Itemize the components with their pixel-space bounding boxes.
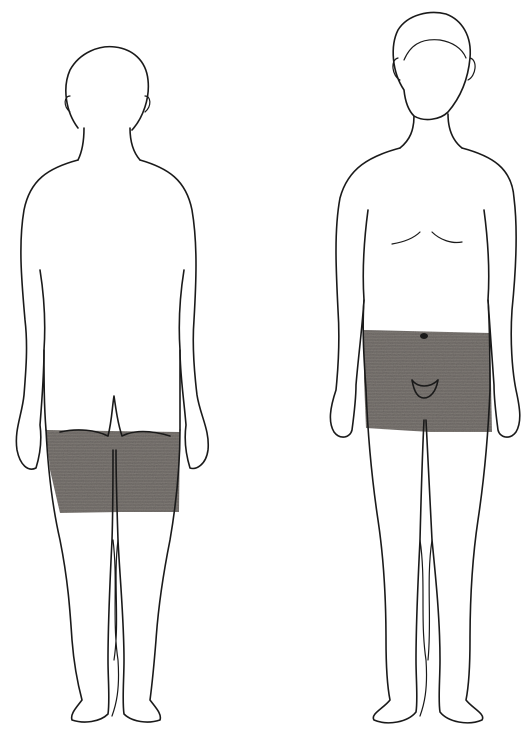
posterior-neck bbox=[78, 128, 140, 160]
anterior-right-leg bbox=[426, 390, 490, 723]
posterior-right-arm bbox=[140, 160, 208, 468]
posterior-inner-leg-lines bbox=[112, 540, 119, 716]
anterior-shaded-region bbox=[364, 330, 492, 432]
posterior-head bbox=[66, 47, 149, 130]
posterior-view bbox=[16, 47, 208, 722]
posterior-gluteal-line bbox=[60, 396, 170, 436]
anterior-chest-lines bbox=[392, 232, 462, 244]
anterior-view bbox=[330, 13, 519, 723]
anterior-navel bbox=[420, 333, 428, 339]
posterior-left-arm bbox=[16, 160, 78, 469]
anterior-inner-leg-lines bbox=[420, 540, 432, 716]
anterior-hairline bbox=[404, 40, 466, 60]
posterior-torso-right-side bbox=[179, 270, 184, 430]
anterior-left-ear bbox=[393, 58, 400, 80]
anterior-head bbox=[393, 13, 470, 120]
anterior-left-leg bbox=[366, 390, 424, 723]
